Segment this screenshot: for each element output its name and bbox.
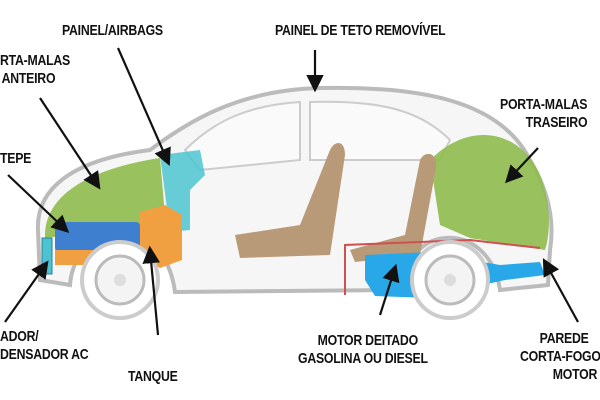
rear-trunk: [430, 134, 549, 250]
label-engine-line2: GASOLINA OU DIESEL: [298, 350, 428, 367]
label-firewall-line3: MOTOR: [552, 366, 598, 383]
label-front-trunk-line1: RTA-MALAS: [0, 52, 70, 69]
label-airbags: PAINEL/AIRBAGS: [62, 22, 163, 39]
window-front: [183, 100, 301, 172]
label-tank: TANQUE: [128, 368, 178, 385]
label-firewall-line2: CORTA-FOGO: [520, 348, 600, 365]
front-seat: [235, 143, 345, 258]
front-wheel: [80, 240, 160, 320]
label-firewall-line1: PAREDE: [539, 330, 589, 347]
label-front-trunk-line2: ANTEIRO: [1, 70, 56, 87]
label-spare: TEPE: [0, 150, 32, 167]
label-radiator: ADOR/DENSADOR AC: [0, 328, 89, 364]
rear-seat: [350, 153, 437, 262]
label-roof-panel: PAINEL DE TETO REMOVÍVEL: [275, 22, 446, 39]
label-rear-trunk-line1: PORTA-MALAS: [500, 96, 588, 113]
label-radiator-line1: ADOR/: [0, 328, 39, 345]
label-engine-line1: MOTOR DEITADO: [317, 332, 418, 349]
firewall: [344, 238, 541, 295]
window-rear: [309, 100, 452, 161]
label-radiator-line2: DENSADOR AC: [0, 346, 89, 363]
front-trunk: [45, 158, 165, 238]
label-rear-trunk-line2: TRASEIRO: [525, 114, 588, 131]
leader-arrows: [4, 47, 579, 336]
rear-wheel: [410, 240, 490, 320]
